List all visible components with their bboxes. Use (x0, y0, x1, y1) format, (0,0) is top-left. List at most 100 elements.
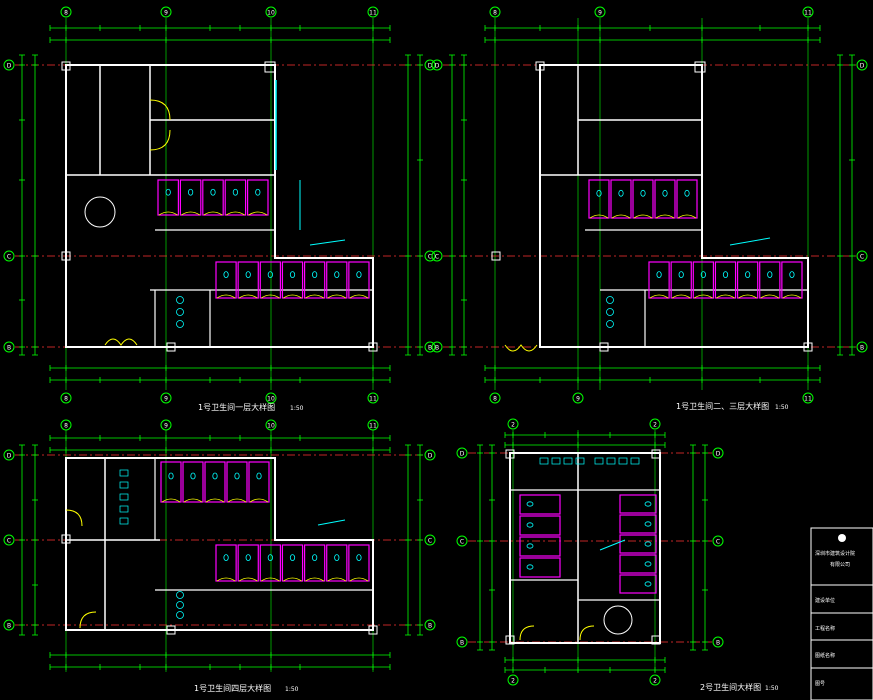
plan4-toilet-fixture (526, 564, 534, 570)
axis-bubble (3, 59, 15, 71)
axis-bubble (456, 447, 468, 459)
plan2-row2-toilet-fixture (678, 271, 684, 279)
axis-label: D (860, 63, 865, 70)
plan4-column (651, 635, 661, 645)
plan4-toilet-fixture (644, 521, 652, 527)
plan2-row2-toilet-fixture (656, 271, 662, 279)
plan4-column (651, 449, 661, 459)
plan3-column (61, 534, 71, 544)
title-block-company: 深圳市建筑设计院 (815, 550, 855, 557)
plan4-stall-right (619, 554, 657, 574)
plan3-urinal (176, 591, 184, 599)
plan3-row2-stall (348, 544, 370, 582)
plan3-row2-door-swing (327, 577, 347, 582)
plan1-row1-stall (202, 179, 224, 216)
axis-bubble (3, 619, 15, 631)
axis-bubble (424, 250, 436, 262)
axis-label: 11 (804, 10, 812, 17)
axis-label: C (7, 538, 11, 545)
axis-label: D (428, 63, 433, 70)
axis-bubble (594, 6, 606, 18)
axis-label: 9 (164, 423, 168, 430)
axis-bubble (60, 392, 72, 404)
plan2-row1-door-swing (589, 214, 609, 219)
axis-label: C (435, 254, 439, 261)
axis-bubble (367, 392, 379, 404)
axis-label: C (428, 538, 432, 545)
plan1-leader (309, 239, 346, 246)
plan2-leader (729, 237, 771, 246)
plan1-row2-stall (303, 261, 326, 299)
plan1-row2-toilet-fixture (245, 271, 251, 279)
axis-label: B (460, 640, 464, 647)
plan2-row2-door-swing (738, 294, 757, 299)
axis-bubble (856, 59, 868, 71)
plan2-row2-stall (670, 261, 692, 299)
axis-bubble (489, 392, 501, 404)
axis-bubble (431, 59, 443, 71)
plan2-row2-door-swing (694, 294, 713, 299)
plan3-column (368, 625, 378, 635)
plan2-row1-stall (654, 179, 676, 219)
plan-title-3: 1号卫生间四层大样图 (194, 683, 271, 693)
plan2-row1-toilet-fixture (662, 189, 668, 197)
axis-bubble (856, 250, 868, 262)
plan4-outer-wall (509, 452, 661, 644)
axis-bubble (456, 535, 468, 547)
plan1-row1-toilet-fixture (232, 188, 238, 196)
axis-bubble (507, 418, 519, 430)
plan2-row2-door-swing (716, 294, 735, 299)
plan3-row2-toilet-fixture (289, 554, 296, 561)
plan2-row2-door-swing (649, 294, 669, 299)
plan2-row2-toilet-fixture (722, 271, 729, 279)
plan3-urinal (176, 611, 184, 619)
axis-label: 9 (598, 10, 602, 17)
plan3-row1-door-swing (249, 498, 269, 503)
plan2-column (491, 251, 501, 261)
plan1-row2-stall (215, 261, 237, 299)
plan4-leader (599, 539, 626, 551)
plan3-row2-stall (237, 544, 259, 582)
axis-label: B (428, 345, 432, 352)
plan1-row2-door-swing (238, 294, 258, 299)
axis-bubble (572, 392, 584, 404)
axis-label: 2 (511, 678, 515, 685)
plan1-row1-stall (224, 179, 247, 216)
plan4-sink (563, 457, 573, 465)
axis-label: 10 (267, 10, 275, 17)
axis-bubble (3, 341, 15, 353)
plan1-row1-stall (179, 179, 202, 216)
axis-label: 11 (804, 396, 812, 403)
plan1-round-sink-counter (84, 196, 116, 228)
axis-label: 8 (64, 10, 68, 17)
plan1-urinal (176, 320, 184, 328)
plan3-row2-stall (259, 544, 282, 582)
plan3-outer-wall (65, 457, 374, 631)
axis-label: 2 (653, 678, 657, 685)
plan1-row2-door-swing (216, 294, 236, 299)
plan4-stall-left (519, 494, 561, 515)
axis-bubble (367, 6, 379, 18)
plan3-row2-door-swing (238, 577, 258, 582)
plan3-row2-door-swing (283, 577, 302, 582)
plan2-row2-toilet-fixture (789, 271, 795, 279)
plan3-row1-toilet-fixture (190, 472, 196, 480)
plan3-row1-stall (248, 461, 270, 503)
plan2-row2-toilet-fixture (700, 271, 706, 279)
plan2-urinal (606, 296, 614, 304)
axis-label: 11 (369, 396, 377, 403)
plan1-row2-stall (259, 261, 282, 299)
plan4-column (505, 635, 515, 645)
plan4-round-counter (603, 605, 633, 635)
plan1-row2-stall (281, 261, 304, 299)
plan1-row1-door-swing (225, 211, 245, 216)
plan1-urinal (176, 296, 184, 304)
plan2-row2-stall (692, 261, 715, 299)
axis-bubble (431, 341, 443, 353)
axis-label: 11 (369, 423, 377, 430)
plan3-row1-stall (226, 461, 248, 503)
plan3-row1-toilet-fixture (234, 472, 240, 480)
plan4-door-swing (579, 625, 595, 641)
plan3-row2-toilet-fixture (223, 554, 229, 561)
